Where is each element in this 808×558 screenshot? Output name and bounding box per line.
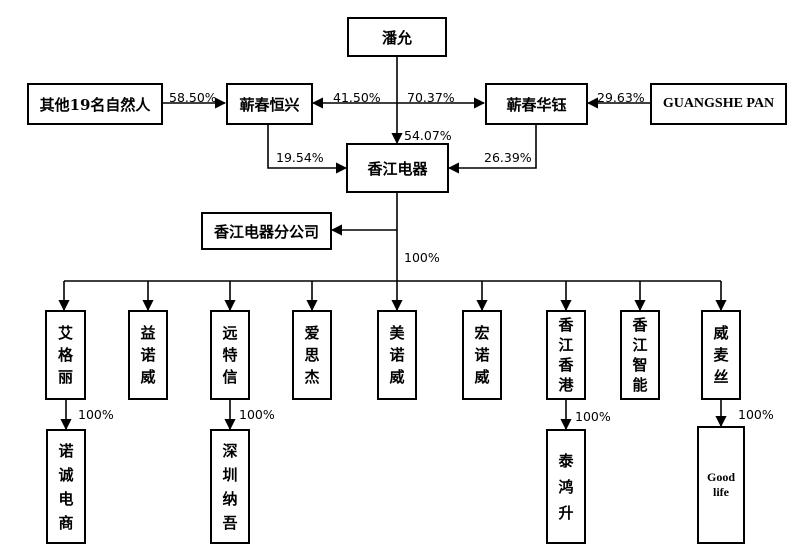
node-branch-label: 香江电器分公司	[213, 222, 319, 241]
node-pan-yun: 潘允	[347, 17, 447, 57]
node-sub-aigeli-char: 丽	[57, 368, 73, 386]
node-sub-yinuowei-char: 威	[140, 368, 156, 386]
node-sub-hongnuowei: 宏 诺 威	[462, 310, 502, 400]
node-qichun-hengxing-label: 蕲春恒兴	[239, 95, 300, 114]
pct-hengxing-to-xiangjiang: 19.54%	[276, 150, 324, 165]
node-sub-aisijie-char: 思	[304, 346, 320, 364]
node-sub-hongnuowei-char: 威	[474, 368, 490, 386]
node-xiangjiang-label: 香江电器	[367, 159, 428, 178]
pct-weimaisi-to-goodlife: 100%	[738, 407, 774, 422]
node-guangshe-pan-label: GUANGSHE PAN	[662, 96, 775, 111]
node-grand-taihongsheng-char: 升	[558, 503, 574, 522]
node-grand-nuocheng: 诺 诚 电 商	[46, 429, 86, 544]
node-others-19-label: 其他19名自然人	[39, 95, 151, 114]
node-qichun-huayu-label: 蕲春华钰	[506, 95, 567, 114]
node-sub-weimaisi-char: 麦	[713, 346, 729, 364]
node-sub-meinuowei-char: 诺	[389, 346, 405, 364]
node-grand-nuocheng-char: 电	[58, 489, 74, 508]
node-sub-hongnuowei-char: 宏	[474, 324, 490, 342]
pct-aigeli-to-nuocheng: 100%	[78, 407, 114, 422]
node-grand-nuocheng-char: 诺	[58, 441, 74, 460]
node-qichun-huayu: 蕲春华钰	[485, 83, 588, 125]
node-sub-weimaisi-char: 丝	[713, 368, 729, 386]
node-grand-taihongsheng: 泰 鸿 升	[546, 429, 586, 544]
node-sub-xiangjiang-zhineng: 香 江 智 能	[620, 310, 660, 400]
node-grand-goodlife: Good life	[697, 426, 745, 544]
node-sub-aisijie: 爱 思 杰	[292, 310, 332, 400]
node-grand-nuocheng-char: 诚	[58, 465, 74, 484]
node-sub-yuanteixin: 远 特 信	[210, 310, 250, 400]
pct-guangshe-to-huayu: 29.63%	[597, 90, 645, 105]
node-sub-zhineng-char: 江	[632, 336, 648, 354]
pct-others-to-hengxing: 58.50%	[169, 90, 217, 105]
node-grand-goodlife-line: life	[713, 485, 729, 499]
node-sub-meinuowei-char: 威	[389, 368, 405, 386]
node-sub-yuanteixin-char: 远	[222, 324, 238, 342]
node-sub-xiangjiang-xianggang: 香 江 香 港	[546, 310, 586, 400]
node-grand-goodlife-line: Good	[706, 470, 735, 484]
node-grand-taihongsheng-char: 泰	[558, 451, 574, 470]
node-others-19: 其他19名自然人	[27, 83, 163, 125]
node-sub-xianggang-char: 香	[558, 316, 574, 334]
node-sub-weimaisi-char: 威	[713, 324, 729, 342]
node-sub-aisijie-char: 爱	[304, 324, 320, 342]
node-sub-xianggang-char: 香	[558, 356, 574, 374]
pct-pan-to-xiangjiang: 54.07%	[404, 128, 452, 143]
node-sub-zhineng-char: 能	[632, 376, 648, 394]
node-qichun-hengxing: 蕲春恒兴	[226, 83, 313, 125]
node-branch: 香江电器分公司	[201, 212, 332, 250]
pct-xiangjiang-to-subs: 100%	[404, 250, 440, 265]
node-sub-aigeli: 艾 格 丽	[45, 310, 86, 400]
pct-pan-to-huayu: 70.37%	[407, 90, 455, 105]
pct-xianggang-to-taihongsheng: 100%	[575, 409, 611, 424]
node-xiangjiang: 香江电器	[346, 143, 449, 193]
node-sub-yuanteixin-char: 信	[222, 368, 238, 386]
node-grand-shenzhen-nawu: 深 圳 纳 吾	[210, 429, 250, 544]
node-grand-nuocheng-char: 商	[58, 513, 74, 532]
node-grand-shenzhen-char: 吾	[222, 513, 238, 532]
node-pan-yun-label: 潘允	[381, 28, 412, 47]
node-sub-xianggang-char: 港	[558, 376, 574, 394]
node-sub-hongnuowei-char: 诺	[474, 346, 490, 364]
node-sub-weimaisi: 威 麦 丝	[701, 310, 741, 400]
node-sub-yinuowei: 益 诺 威	[128, 310, 168, 400]
node-sub-xianggang-char: 江	[558, 336, 574, 354]
node-sub-aisijie-char: 杰	[304, 368, 320, 386]
node-grand-shenzhen-char: 圳	[222, 465, 238, 484]
node-sub-aigeli-char: 格	[57, 346, 73, 364]
pct-huayu-to-xiangjiang: 26.39%	[484, 150, 532, 165]
node-grand-taihongsheng-char: 鸿	[558, 477, 574, 496]
pct-yuanteixin-to-shenzhen: 100%	[239, 407, 275, 422]
node-sub-yinuowei-char: 益	[140, 324, 156, 342]
node-guangshe-pan: GUANGSHE PAN	[650, 83, 787, 125]
node-sub-zhineng-char: 智	[632, 356, 648, 374]
node-sub-yinuowei-char: 诺	[140, 346, 156, 364]
node-sub-meinuowei: 美 诺 威	[377, 310, 417, 400]
node-sub-meinuowei-char: 美	[389, 324, 405, 342]
node-sub-zhineng-char: 香	[632, 316, 648, 334]
pct-pan-to-hengxing: 41.50%	[333, 90, 381, 105]
node-grand-shenzhen-char: 纳	[222, 489, 238, 508]
node-sub-aigeli-char: 艾	[57, 324, 73, 342]
node-grand-shenzhen-char: 深	[222, 441, 238, 460]
node-sub-yuanteixin-char: 特	[222, 346, 238, 364]
